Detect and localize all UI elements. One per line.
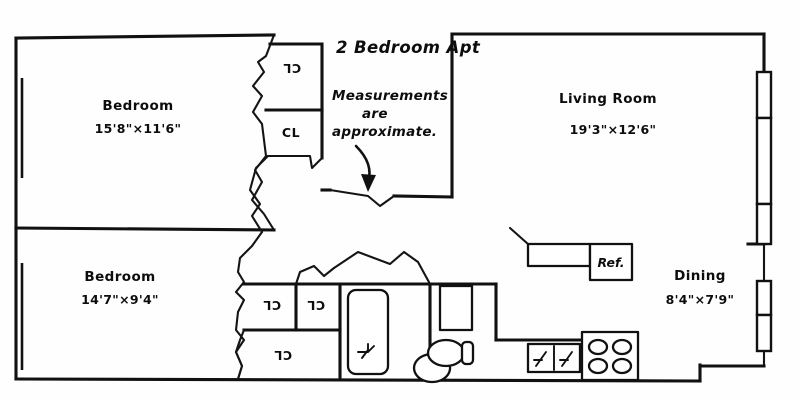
stove-burner-2 [611, 338, 633, 356]
wall-counter-angle [508, 226, 530, 246]
note-line-2: are [362, 106, 388, 122]
wall-bedroom-upper-bottom [14, 226, 276, 232]
wall-bedroom-upper-right-jog [250, 33, 276, 232]
stove-burner-3 [587, 357, 609, 375]
room-dim-dining: 8'4"×7'9" [666, 292, 735, 307]
exterior-walls [14, 32, 766, 383]
appliance-label-refrigerator: Ref. [598, 255, 625, 270]
toilet-seat-icon [426, 338, 466, 368]
wall-closet-upper-outer [268, 42, 324, 160]
room-dim-bedroom-top: 15'8"×11'6" [95, 121, 182, 136]
living-room-walls [320, 188, 634, 282]
window-right-lower-icon-a [755, 279, 773, 317]
bathtub-icon [346, 288, 390, 376]
arrow-head [361, 174, 376, 192]
bathtub-drain-icon [357, 343, 375, 359]
bathroom-walls [332, 250, 522, 384]
wall-bath-top-jog [332, 250, 432, 286]
room-label-bedroom-top: Bedroom [102, 98, 173, 114]
window-right-upper-icon-a [755, 70, 773, 120]
room-dim-living-room: 19'3"×12'6" [570, 122, 657, 137]
closet-label-mid-right: CL [307, 298, 325, 313]
lower-bedroom-walls [234, 230, 264, 381]
room-dim-bedroom-bottom: 14'7"×9'4" [81, 292, 159, 307]
window-right-upper-icon-b [755, 116, 773, 206]
kitchen-walls [518, 330, 640, 382]
stove-burner-4 [611, 357, 633, 375]
room-label-bedroom-bottom: Bedroom [84, 269, 155, 285]
wall-top-left [14, 33, 276, 40]
refrigerator-icon [588, 242, 634, 282]
window-right-upper-icon-c [755, 202, 773, 246]
note-line-1: Measurements [332, 88, 448, 104]
wall-living-bottom-jog [328, 188, 396, 208]
room-label-dining: Dining [674, 268, 726, 284]
stove-icon [580, 330, 640, 382]
closet-label-upper-lower: CL [282, 125, 300, 140]
wall-living-bottom-a [392, 194, 454, 199]
wall-closet-lower-edge [266, 154, 324, 170]
upper-bedroom-walls [14, 33, 324, 234]
stove-burner-1 [587, 338, 609, 356]
plan-title: 2 Bedroom Apt [336, 38, 481, 57]
sink-faucet-marks [533, 351, 573, 367]
wall-bedroom-lower-right-jog [234, 230, 264, 381]
lower-closets-walls [234, 264, 342, 381]
vanity-icon [438, 284, 474, 332]
kitchen-counter [526, 242, 592, 268]
windows-group [20, 70, 773, 370]
wall-foyer-left [248, 154, 270, 234]
closet-label-lower-left: CL [274, 348, 292, 363]
wall-hall-top-jog [294, 264, 336, 286]
text-labels: 2 Bedroom Apt Measurements are approxima… [81, 38, 734, 363]
closet-label-upper-top: CL [283, 61, 301, 76]
toilet-tank-icon [460, 340, 475, 366]
down-arrow-to-hallway [354, 144, 376, 192]
wall-closet-lower-left-jog [234, 328, 246, 381]
closet-label-mid-left: CL [263, 298, 281, 313]
room-label-living-room: Living Room [559, 91, 657, 107]
note-line-3: approximate. [332, 124, 437, 140]
window-right-lower-icon-b [755, 313, 773, 353]
